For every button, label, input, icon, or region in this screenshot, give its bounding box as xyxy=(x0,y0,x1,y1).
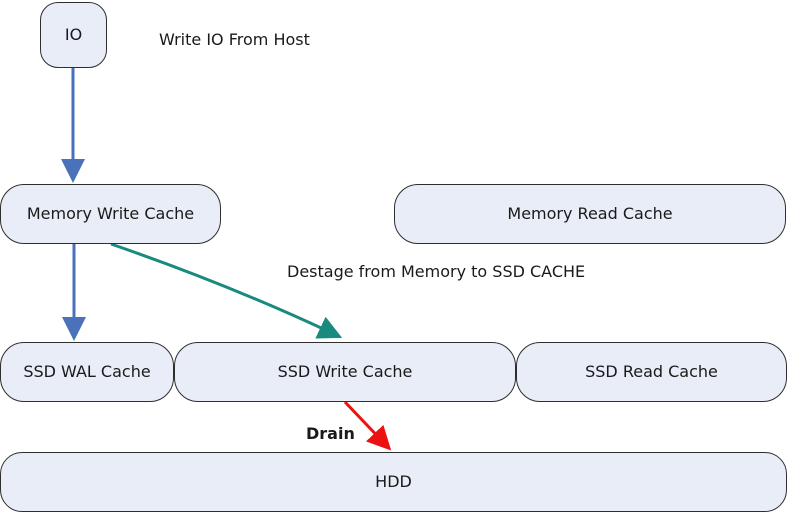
hdd-node: HDD xyxy=(0,452,787,512)
memory-write-cache-node: Memory Write Cache xyxy=(0,184,221,244)
drain-label: Drain xyxy=(306,424,355,443)
arrow-drain-ssd-to-hdd xyxy=(343,400,392,451)
destage-label: Destage from Memory to SSD CACHE xyxy=(287,262,586,281)
memory-write-cache-label: Memory Write Cache xyxy=(26,204,195,223)
ssd-wal-cache-label: SSD WAL Cache xyxy=(23,362,151,381)
ssd-wal-cache-node: SSD WAL Cache xyxy=(0,342,174,402)
ssd-write-cache-node: SSD Write Cache xyxy=(174,342,516,402)
ssd-read-cache-node: SSD Read Cache xyxy=(516,342,787,402)
io-node-label: IO xyxy=(64,25,83,44)
ssd-read-cache-label: SSD Read Cache xyxy=(585,362,718,381)
memory-read-cache-label: Memory Read Cache xyxy=(507,204,673,223)
io-node: IO xyxy=(40,2,107,68)
memory-read-cache-node: Memory Read Cache xyxy=(394,184,786,244)
arrow-destage-memory-to-ssd-write xyxy=(110,242,343,339)
ssd-write-cache-label: SSD Write Cache xyxy=(277,362,413,381)
write-io-from-host-label: Write IO From Host xyxy=(159,30,310,49)
hdd-label: HDD xyxy=(375,472,412,491)
